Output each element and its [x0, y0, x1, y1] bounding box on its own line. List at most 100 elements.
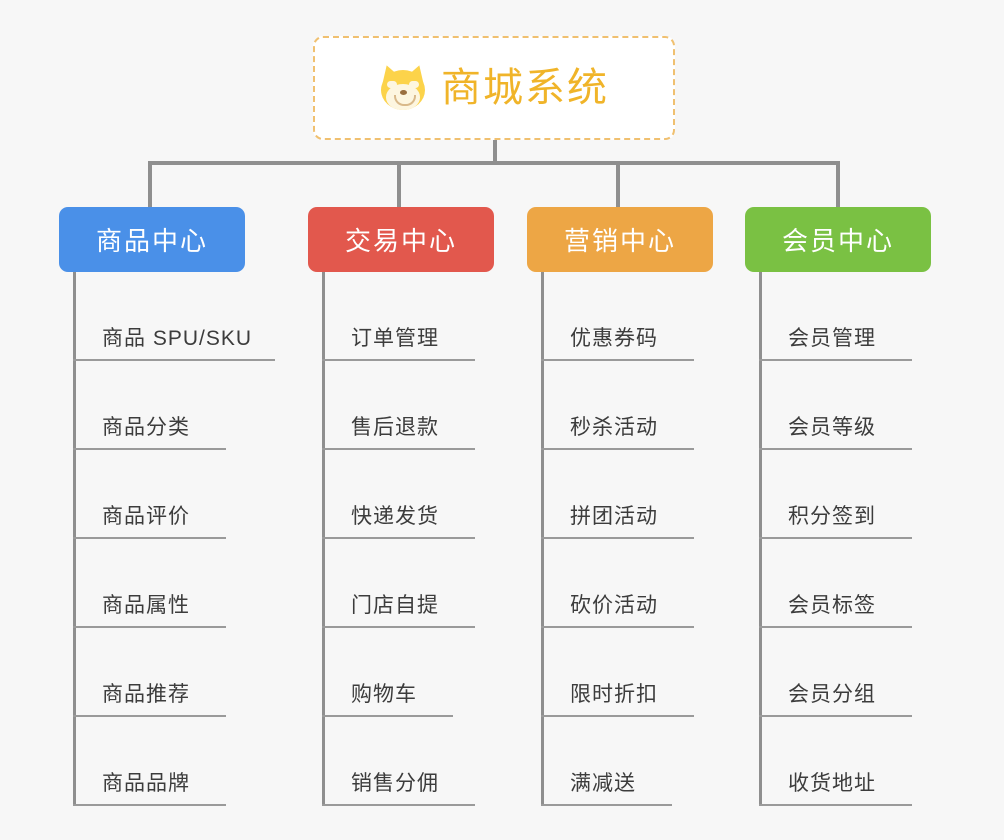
leaf-item[interactable]: 商品分类	[59, 361, 245, 450]
leaf-item-rule	[322, 359, 475, 361]
leaf-list-3: 优惠券码秒杀活动拼团活动砍价活动限时折扣满减送	[527, 272, 713, 806]
leaf-item-rule	[759, 359, 912, 361]
connector-drop-3	[616, 161, 620, 207]
category-header-label: 营销中心	[563, 226, 676, 256]
leaf-item[interactable]: 购物车	[308, 628, 494, 717]
leaf-item-label: 收货地址	[788, 772, 876, 795]
connector-root-stem	[493, 140, 497, 165]
category-column-1: 商品中心商品 SPU/SKU 商品分类商品评价商品属性商品推荐商品品牌	[59, 207, 275, 806]
category-spine-1	[73, 272, 76, 806]
leaf-item[interactable]: 订单管理	[308, 272, 494, 361]
root-title: 商城系统	[441, 66, 609, 110]
category-header-2[interactable]: 交易中心	[308, 207, 494, 272]
leaf-item-rule	[73, 804, 226, 806]
leaf-item[interactable]: 商品品牌	[59, 717, 245, 806]
leaf-item-rule	[541, 804, 672, 806]
leaf-item-label: 秒杀活动	[570, 416, 658, 439]
leaf-item-label: 快递发货	[351, 505, 439, 528]
leaf-item[interactable]: 商品 SPU/SKU	[59, 272, 275, 361]
leaf-item-rule	[541, 448, 694, 450]
leaf-item-label: 销售分佣	[351, 772, 439, 795]
leaf-item[interactable]: 商品推荐	[59, 628, 245, 717]
category-header-label: 交易中心	[344, 226, 457, 256]
leaf-item-rule	[759, 626, 912, 628]
leaf-item-rule	[73, 359, 275, 361]
leaf-item-label: 优惠券码	[570, 327, 658, 350]
leaf-item[interactable]: 商品属性	[59, 539, 245, 628]
leaf-item[interactable]: 限时折扣	[527, 628, 713, 717]
leaf-item-rule	[73, 715, 226, 717]
root-node[interactable]: 商城系统	[313, 36, 675, 140]
category-header-4[interactable]: 会员中心	[745, 207, 931, 272]
leaf-item-label: 订单管理	[351, 327, 439, 350]
leaf-item-rule	[322, 804, 475, 806]
leaf-item-label: 商品品牌	[102, 772, 190, 795]
leaf-item-label: 商品分类	[102, 416, 190, 439]
leaf-item[interactable]: 会员标签	[745, 539, 931, 628]
leaf-item-rule	[322, 715, 453, 717]
leaf-item-label: 商品推荐	[102, 683, 190, 706]
leaf-item[interactable]: 满减送	[527, 717, 713, 806]
leaf-item-label: 商品评价	[102, 505, 190, 528]
category-header-label: 商品中心	[95, 226, 208, 256]
leaf-item[interactable]: 拼团活动	[527, 450, 713, 539]
leaf-item-rule	[759, 804, 912, 806]
category-header-label: 会员中心	[781, 226, 894, 256]
leaf-item-rule	[73, 537, 226, 539]
leaf-item[interactable]: 会员分组	[745, 628, 931, 717]
leaf-item[interactable]: 销售分佣	[308, 717, 494, 806]
leaf-item[interactable]: 售后退款	[308, 361, 494, 450]
connector-drop-4	[836, 161, 840, 207]
category-column-3: 营销中心优惠券码秒杀活动拼团活动砍价活动限时折扣满减送	[527, 207, 713, 806]
leaf-item-rule	[541, 715, 694, 717]
leaf-item-label: 会员等级	[788, 416, 876, 439]
leaf-item[interactable]: 快递发货	[308, 450, 494, 539]
leaf-item-label: 砍价活动	[570, 594, 658, 617]
leaf-item-label: 门店自提	[351, 594, 439, 617]
leaf-item-rule	[759, 715, 912, 717]
leaf-item-label: 商品 SPU/SKU	[102, 327, 253, 350]
leaf-item[interactable]: 优惠券码	[527, 272, 713, 361]
leaf-item-label: 积分签到	[788, 505, 876, 528]
leaf-item[interactable]: 收货地址	[745, 717, 931, 806]
leaf-item[interactable]: 砍价活动	[527, 539, 713, 628]
leaf-item-rule	[541, 626, 694, 628]
leaf-item[interactable]: 秒杀活动	[527, 361, 713, 450]
leaf-item-rule	[759, 448, 912, 450]
category-spine-4	[759, 272, 762, 806]
shiba-inu-icon	[378, 62, 428, 112]
leaf-item-rule	[322, 626, 475, 628]
leaf-list-4: 会员管理会员等级积分签到会员标签会员分组收货地址	[745, 272, 931, 806]
leaf-item-rule	[541, 359, 694, 361]
leaf-item[interactable]: 门店自提	[308, 539, 494, 628]
leaf-item-label: 商品属性	[102, 594, 190, 617]
leaf-item-label: 拼团活动	[570, 505, 658, 528]
leaf-item-rule	[322, 537, 475, 539]
leaf-item-label: 购物车	[351, 683, 417, 706]
leaf-item-rule	[322, 448, 475, 450]
leaf-item[interactable]: 会员管理	[745, 272, 931, 361]
connector-drop-2	[397, 161, 401, 207]
leaf-item[interactable]: 会员等级	[745, 361, 931, 450]
leaf-item-label: 会员分组	[788, 683, 876, 706]
category-header-3[interactable]: 营销中心	[527, 207, 713, 272]
leaf-item-label: 会员标签	[788, 594, 876, 617]
category-spine-2	[322, 272, 325, 806]
category-header-1[interactable]: 商品中心	[59, 207, 245, 272]
leaf-item-rule	[73, 626, 226, 628]
leaf-item-rule	[73, 448, 226, 450]
leaf-item-rule	[541, 537, 694, 539]
leaf-item-label: 满减送	[570, 772, 636, 795]
leaf-list-2: 订单管理售后退款快递发货门店自提购物车销售分佣	[308, 272, 494, 806]
leaf-item[interactable]: 商品评价	[59, 450, 245, 539]
connector-horizontal-bus	[150, 161, 840, 165]
category-column-4: 会员中心会员管理会员等级积分签到会员标签会员分组收货地址	[745, 207, 931, 806]
category-column-2: 交易中心订单管理售后退款快递发货门店自提购物车销售分佣	[308, 207, 494, 806]
leaf-item-label: 售后退款	[351, 416, 439, 439]
leaf-item-rule	[759, 537, 912, 539]
connector-drop-1	[148, 161, 152, 207]
leaf-item[interactable]: 积分签到	[745, 450, 931, 539]
category-spine-3	[541, 272, 544, 806]
leaf-item-label: 会员管理	[788, 327, 876, 350]
